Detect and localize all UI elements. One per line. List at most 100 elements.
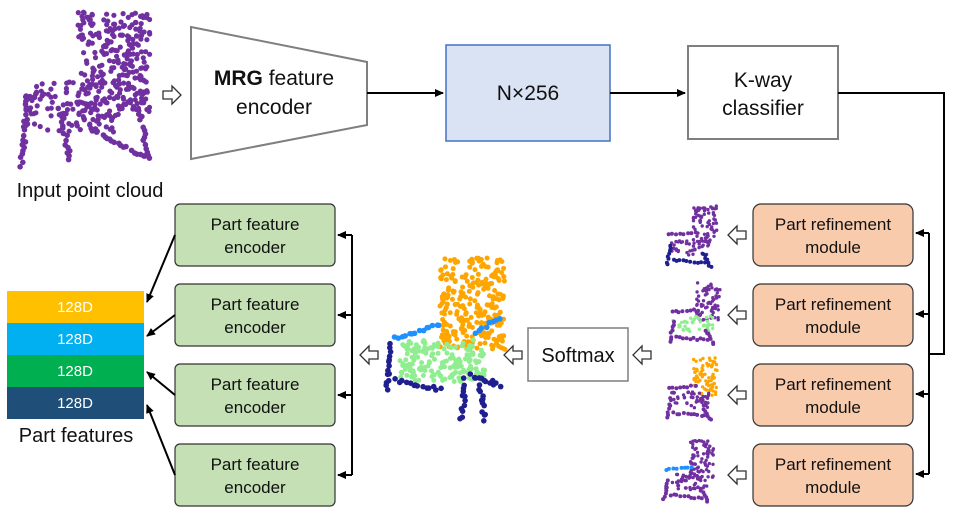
point bbox=[399, 370, 405, 376]
point bbox=[439, 310, 445, 316]
point bbox=[106, 94, 113, 101]
point bbox=[492, 288, 498, 293]
point bbox=[478, 320, 484, 326]
point bbox=[686, 231, 691, 236]
point bbox=[703, 478, 707, 483]
point bbox=[695, 395, 699, 399]
point bbox=[717, 294, 721, 299]
point bbox=[92, 49, 98, 56]
point bbox=[697, 327, 701, 331]
point bbox=[111, 58, 117, 65]
point bbox=[64, 132, 70, 139]
point bbox=[712, 234, 716, 238]
point bbox=[705, 382, 709, 386]
point bbox=[703, 461, 707, 465]
point bbox=[133, 33, 140, 39]
point bbox=[671, 246, 676, 250]
point bbox=[94, 107, 100, 113]
point bbox=[713, 392, 718, 397]
point bbox=[474, 291, 480, 297]
point bbox=[710, 286, 714, 290]
point bbox=[674, 334, 679, 339]
point bbox=[462, 356, 468, 362]
point bbox=[467, 301, 473, 307]
point bbox=[402, 366, 408, 372]
point bbox=[77, 26, 83, 32]
point bbox=[117, 44, 123, 50]
hollow-arrow bbox=[727, 464, 747, 486]
point bbox=[90, 21, 96, 27]
point bbox=[468, 282, 474, 288]
point bbox=[75, 10, 81, 16]
point bbox=[696, 495, 701, 500]
hollow-arrow bbox=[359, 344, 379, 366]
point bbox=[89, 40, 95, 46]
point bbox=[104, 22, 110, 28]
point bbox=[449, 374, 455, 380]
point bbox=[121, 22, 128, 29]
part-encoder-label-line1: Part feature bbox=[211, 455, 300, 474]
point bbox=[692, 376, 696, 381]
point bbox=[481, 402, 488, 409]
point bbox=[469, 260, 475, 266]
point bbox=[674, 239, 678, 244]
point bbox=[95, 113, 101, 119]
point bbox=[483, 264, 489, 270]
point bbox=[698, 220, 702, 225]
point bbox=[64, 107, 71, 113]
point bbox=[133, 26, 139, 32]
point bbox=[466, 321, 472, 327]
point bbox=[711, 310, 715, 315]
refine-label-line1: Part refinement bbox=[775, 295, 891, 314]
point bbox=[118, 19, 124, 25]
point bbox=[695, 302, 699, 307]
point bbox=[450, 288, 456, 294]
point bbox=[684, 336, 689, 341]
point bbox=[697, 245, 701, 250]
point bbox=[458, 304, 463, 309]
point bbox=[688, 337, 693, 342]
point bbox=[107, 26, 113, 32]
point bbox=[21, 127, 28, 133]
point bbox=[706, 452, 710, 457]
point bbox=[489, 342, 495, 348]
point bbox=[397, 358, 403, 364]
point bbox=[78, 32, 84, 38]
point bbox=[489, 328, 495, 334]
point bbox=[443, 277, 449, 283]
point bbox=[39, 81, 45, 87]
point bbox=[691, 219, 696, 223]
point bbox=[708, 314, 712, 318]
point bbox=[705, 319, 710, 323]
point bbox=[482, 309, 488, 315]
point bbox=[701, 403, 706, 408]
point bbox=[670, 309, 675, 314]
point bbox=[684, 478, 688, 483]
point bbox=[691, 244, 696, 248]
point bbox=[685, 465, 690, 470]
point bbox=[703, 372, 707, 376]
classifier-label-line2: classifier bbox=[722, 97, 804, 120]
point bbox=[460, 284, 466, 290]
point bbox=[469, 343, 475, 349]
point bbox=[681, 328, 686, 332]
point bbox=[476, 359, 482, 365]
point bbox=[459, 315, 465, 321]
point bbox=[438, 365, 444, 371]
encoder-label-line2: encoder bbox=[236, 96, 312, 119]
point bbox=[438, 385, 444, 392]
point bbox=[135, 105, 142, 112]
point bbox=[130, 106, 136, 112]
point bbox=[499, 270, 505, 276]
point bbox=[709, 283, 713, 287]
point bbox=[462, 274, 468, 280]
point bbox=[70, 106, 76, 112]
point bbox=[701, 364, 705, 368]
point bbox=[485, 302, 491, 308]
point bbox=[679, 477, 684, 482]
refined-chair-cloud-1 bbox=[664, 204, 719, 269]
point bbox=[124, 33, 131, 39]
point bbox=[703, 387, 707, 391]
point bbox=[676, 487, 680, 491]
point bbox=[706, 455, 710, 459]
